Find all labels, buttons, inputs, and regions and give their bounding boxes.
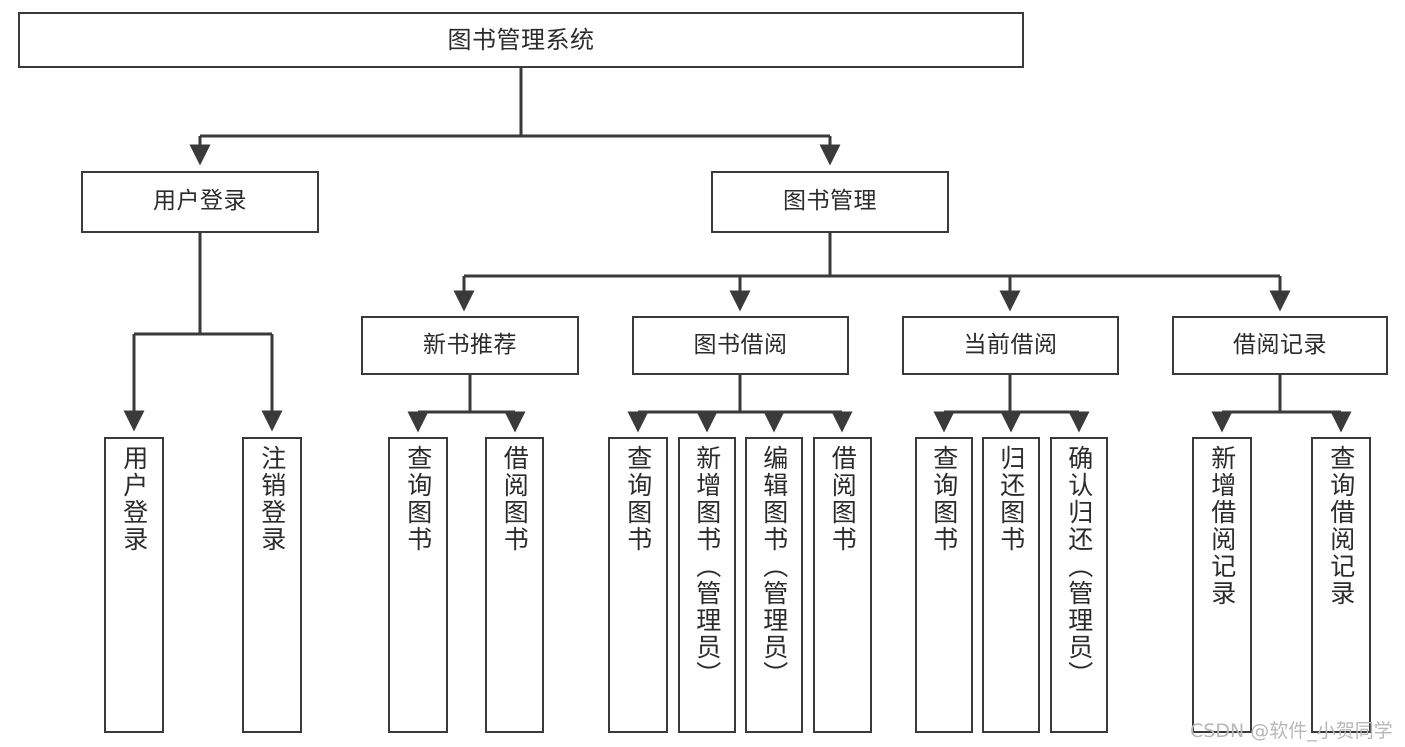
leaf-newbook-borrow-book[interactable]: 借阅图书 — [485, 437, 544, 733]
leaf-current-query-book[interactable]: 查询图书 — [915, 437, 973, 733]
leaf-current-query-book-label: 查询图书 — [929, 445, 959, 553]
node-root-label: 图书管理系统 — [447, 25, 595, 54]
leaf-borrow-edit-book-admin-label: 编辑图书（管理员） — [759, 445, 789, 688]
leaf-borrow-lend-book[interactable]: 借阅图书 — [813, 437, 872, 733]
node-root[interactable]: 图书管理系统 — [18, 12, 1024, 68]
node-new-book-recommend[interactable]: 新书推荐 — [361, 316, 579, 375]
leaf-borrow-query-book[interactable]: 查询图书 — [608, 437, 668, 733]
leaf-borrow-add-book-admin[interactable]: 新增图书（管理员） — [678, 437, 736, 733]
node-current-borrow[interactable]: 当前借阅 — [902, 316, 1119, 375]
node-book-management[interactable]: 图书管理 — [711, 171, 949, 233]
leaf-current-return-book-label: 归还图书 — [996, 445, 1026, 553]
leaf-borrow-edit-book-admin[interactable]: 编辑图书（管理员） — [745, 437, 803, 733]
node-borrow-record-label: 借阅记录 — [1233, 331, 1327, 358]
leaf-newbook-query-book-label: 查询图书 — [403, 445, 433, 553]
node-user-login[interactable]: 用户登录 — [81, 171, 319, 233]
node-user-login-label: 用户登录 — [153, 188, 247, 215]
leaf-record-query-record[interactable]: 查询借阅记录 — [1311, 437, 1371, 733]
leaf-user-logout-label: 注销登录 — [257, 445, 287, 553]
leaf-current-confirm-return-admin[interactable]: 确认归还（管理员） — [1050, 437, 1108, 733]
node-borrow-record[interactable]: 借阅记录 — [1172, 316, 1388, 375]
node-book-management-label: 图书管理 — [783, 188, 877, 215]
leaf-newbook-borrow-book-label: 借阅图书 — [500, 445, 530, 553]
leaf-borrow-lend-book-label: 借阅图书 — [828, 445, 858, 553]
node-new-book-recommend-label: 新书推荐 — [423, 331, 517, 358]
node-book-borrow-label: 图书借阅 — [693, 331, 788, 358]
leaf-newbook-query-book[interactable]: 查询图书 — [388, 437, 448, 733]
leaf-current-confirm-return-admin-label: 确认归还（管理员） — [1064, 445, 1094, 688]
leaf-record-add-record-label: 新增借阅记录 — [1207, 445, 1237, 607]
node-book-borrow[interactable]: 图书借阅 — [632, 316, 849, 375]
leaf-user-logout[interactable]: 注销登录 — [242, 437, 302, 733]
node-current-borrow-label: 当前借阅 — [963, 331, 1058, 358]
leaf-borrow-query-book-label: 查询图书 — [623, 445, 653, 553]
leaf-current-return-book[interactable]: 归还图书 — [982, 437, 1040, 733]
leaf-record-query-record-label: 查询借阅记录 — [1326, 445, 1356, 607]
leaf-borrow-add-book-admin-label: 新增图书（管理员） — [692, 445, 722, 688]
leaf-record-add-record[interactable]: 新增借阅记录 — [1192, 437, 1252, 733]
leaf-user-login-label: 用户登录 — [119, 445, 149, 553]
leaf-user-login[interactable]: 用户登录 — [104, 437, 164, 733]
